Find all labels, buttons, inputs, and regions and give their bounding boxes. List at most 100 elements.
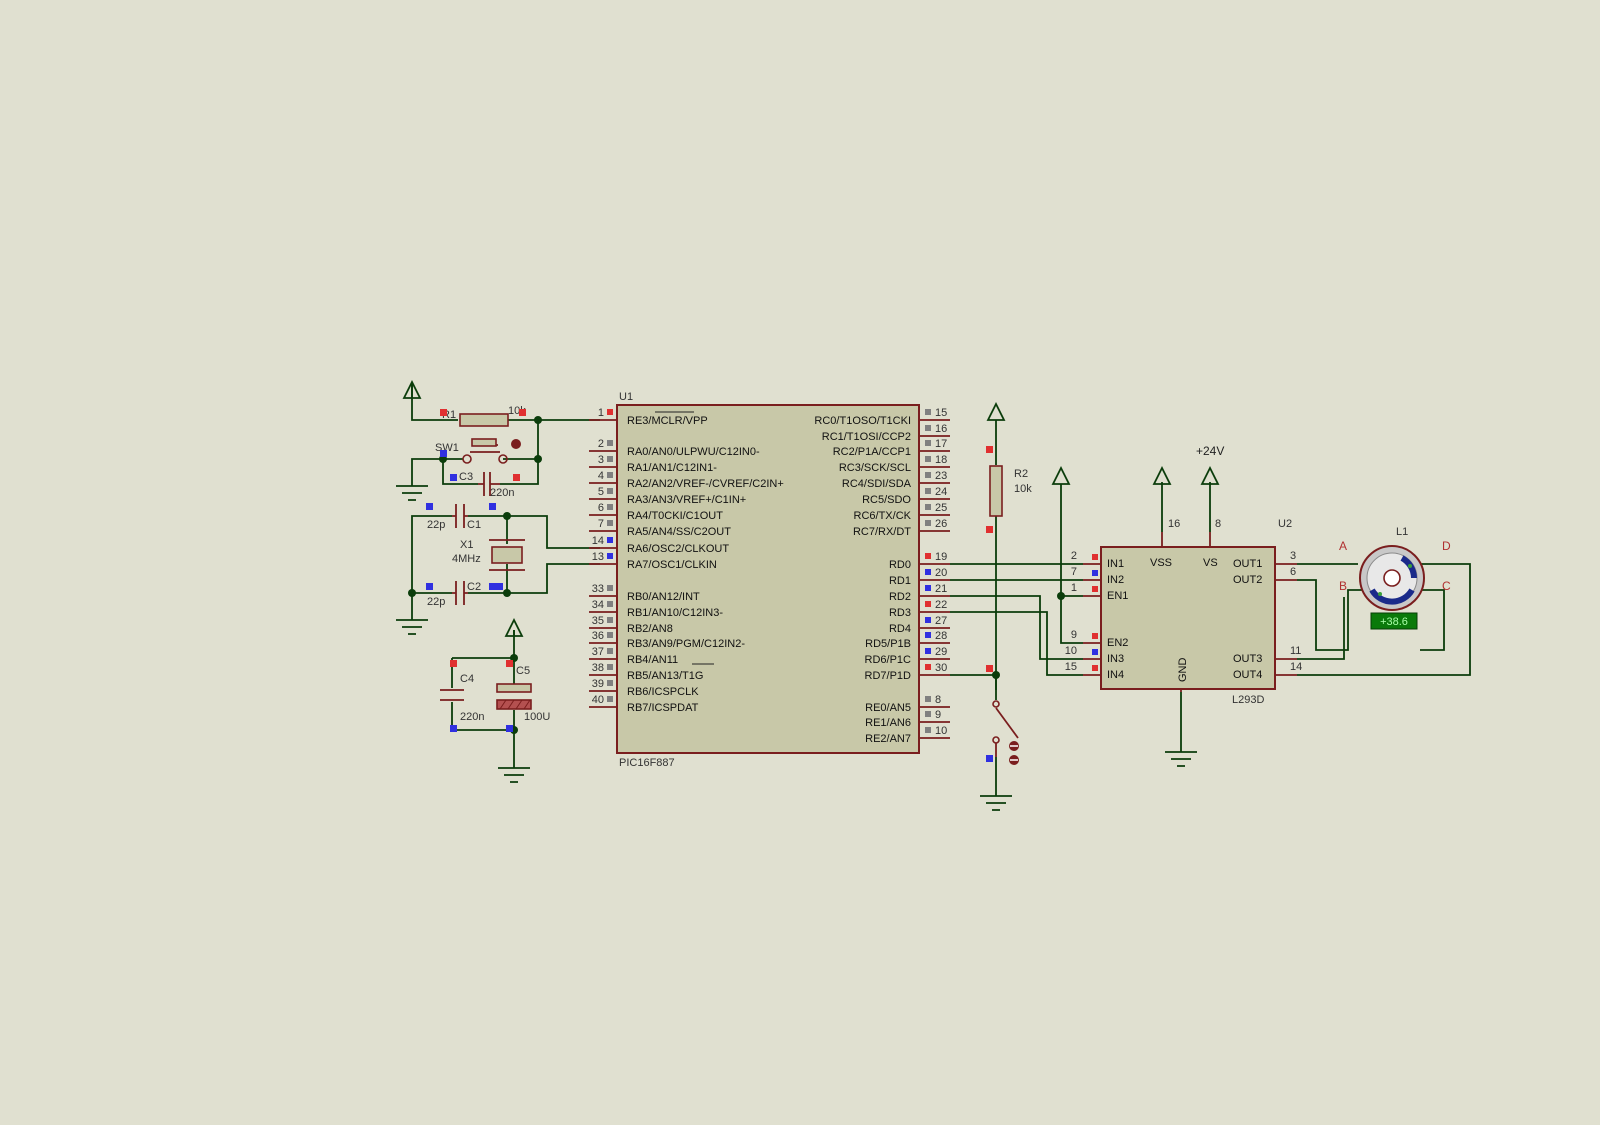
toggle-switch[interactable] <box>992 700 1019 765</box>
svg-text:C2: C2 <box>467 581 481 593</box>
capacitor-c2[interactable]: 22p C2 <box>427 581 481 608</box>
power-symbols <box>402 379 1220 637</box>
svg-text:B: B <box>1339 579 1347 593</box>
svg-text:4MHz: 4MHz <box>452 553 481 565</box>
u1-pin-number: 6 <box>598 502 604 514</box>
u1-pin-number: 15 <box>935 407 947 419</box>
stepper-motor-l1[interactable]: L1 A B C D +38.6 <box>1339 526 1451 630</box>
u1-pin-name: RD0 <box>889 559 911 571</box>
u1-pin-name: RB0/AN12/INT <box>627 591 700 603</box>
electrolytic-capacitor-c5[interactable]: C5 100U <box>496 665 550 723</box>
u1-pin-name: RA6/OSC2/CLKOUT <box>627 543 729 555</box>
u1-pin-name: RC1/T1OSI/CCP2 <box>822 431 911 443</box>
u1-pin-number: 35 <box>592 615 604 627</box>
u1-pin-number: 29 <box>935 646 947 658</box>
u1-pin-number: 1 <box>598 407 604 419</box>
svg-text:11: 11 <box>1290 645 1301 657</box>
u1-pin-number: 36 <box>592 630 604 642</box>
ground-c5 <box>498 762 530 783</box>
svg-text:OUT2: OUT2 <box>1233 574 1262 586</box>
u1-pin-number: 30 <box>935 662 947 674</box>
u1-pin-number: 33 <box>592 583 604 595</box>
capacitor-c3[interactable]: C3 220n <box>459 471 514 499</box>
u1-pin-number: 10 <box>935 725 947 737</box>
u1-pin-name: RB4/AN11 <box>627 654 678 666</box>
svg-text:D: D <box>1442 539 1451 553</box>
svg-text:15: 15 <box>1065 661 1077 673</box>
u1-pin-number: 13 <box>592 551 604 563</box>
u1-pin-name: RA2/AN2/VREF-/CVREF/C2IN+ <box>627 478 784 490</box>
svg-text:EN1: EN1 <box>1107 590 1128 602</box>
svg-text:10k: 10k <box>1014 483 1032 495</box>
u1-pin-number: 3 <box>598 454 604 466</box>
capacitor-c4[interactable]: C4 220n <box>440 673 484 723</box>
svg-text:9: 9 <box>1071 629 1077 641</box>
power-label: +24V <box>1196 444 1224 458</box>
u1-pin-name: RA3/AN3/VREF+/C1IN+ <box>627 494 746 506</box>
u1-ref: U1 <box>619 391 633 403</box>
svg-text:IN2: IN2 <box>1107 574 1124 586</box>
motor-driver-u2[interactable]: IN1 IN2 EN1 EN2 IN3 IN4 VSS VS OUT1 OUT2… <box>1065 518 1303 706</box>
svg-text:EN2: EN2 <box>1107 637 1128 649</box>
u1-pin-number: 18 <box>935 454 947 466</box>
ground-crystal <box>396 613 428 635</box>
crystal-x1[interactable]: X1 4MHz <box>452 539 525 571</box>
u1-pin-name: RA5/AN4/SS/C2OUT <box>627 526 731 538</box>
svg-text:220n: 220n <box>490 487 514 499</box>
u1-pin-number: 37 <box>592 646 604 658</box>
capacitor-c1[interactable]: 22p C1 <box>427 504 481 531</box>
u1-pin-name: RB7/ICSPDAT <box>627 702 699 714</box>
svg-text:X1: X1 <box>460 539 473 551</box>
svg-text:R2: R2 <box>1014 468 1028 480</box>
svg-text:22p: 22p <box>427 596 445 608</box>
u1-pin-number: 27 <box>935 615 947 627</box>
resistor-r1[interactable]: R1 10k <box>442 405 526 427</box>
power-terminal-c5 <box>504 617 524 637</box>
svg-text:VSS: VSS <box>1150 557 1172 569</box>
u1-pin-number: 17 <box>935 438 947 450</box>
u1-pin-number: 20 <box>935 567 947 579</box>
resistor-r2[interactable]: R2 10k <box>989 465 1032 517</box>
motor-angle-readout: +38.6 <box>1380 616 1408 628</box>
u1-pin-name: RA0/AN0/ULPWU/C12IN0- <box>627 446 760 458</box>
u1-pin-number: 14 <box>592 535 604 547</box>
